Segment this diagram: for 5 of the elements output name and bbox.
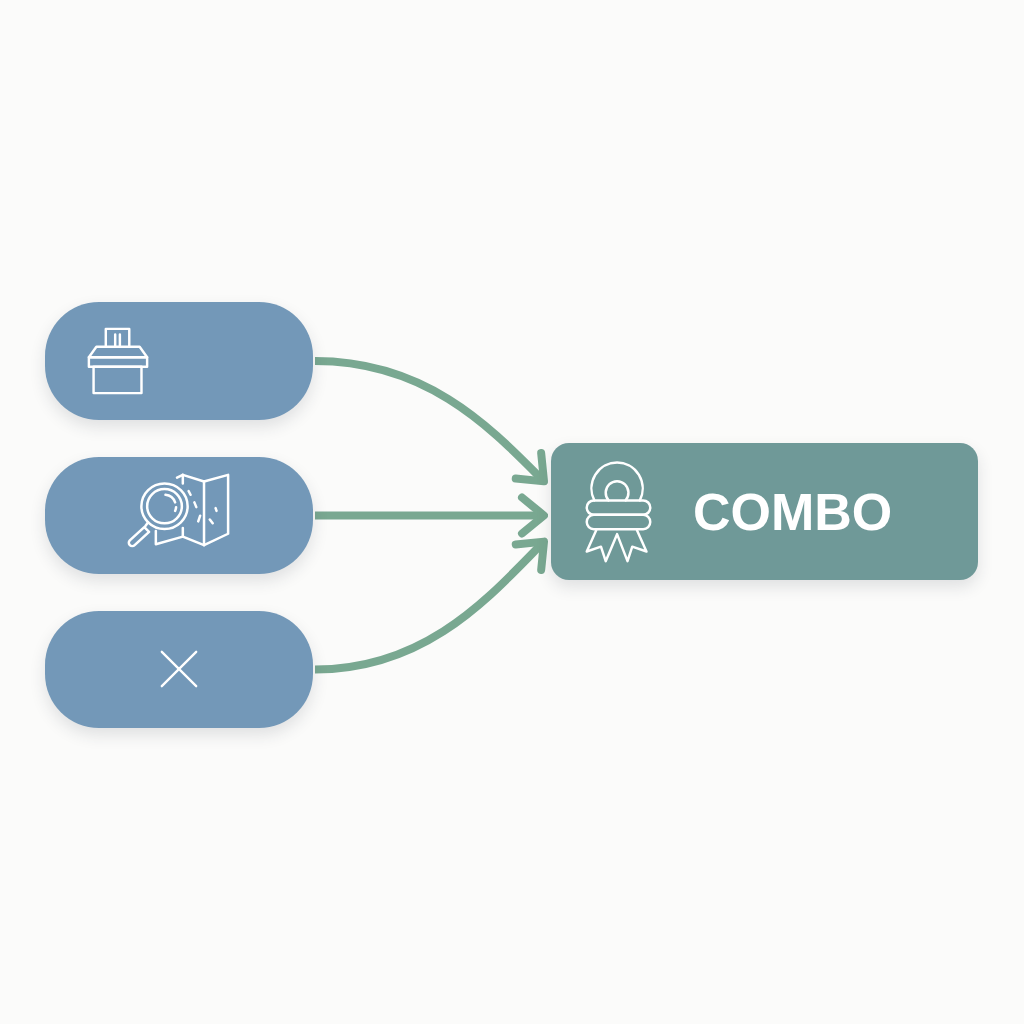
result-box [551, 443, 978, 580]
node-label: COMBO [693, 485, 893, 538]
arrow [314, 357, 548, 486]
arrow [314, 537, 548, 674]
arrow [315, 493, 548, 538]
